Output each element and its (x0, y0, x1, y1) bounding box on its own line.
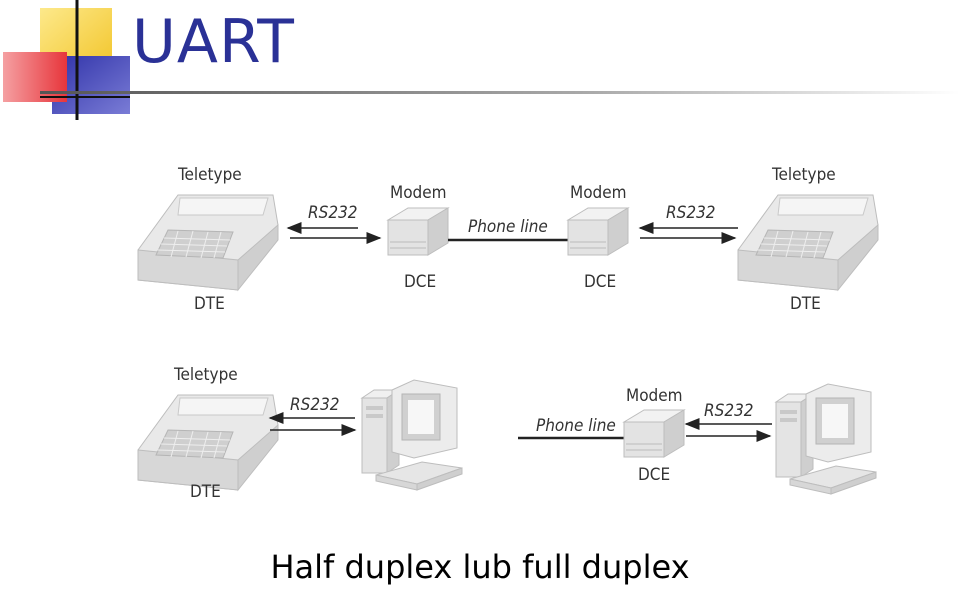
top-right-dte-label: DTE (790, 294, 821, 314)
top-right-dce-label: DCE (584, 272, 616, 292)
bottom-right-modem (623, 409, 685, 458)
bottom-left-teletype (137, 394, 279, 491)
top-right-teletype (737, 194, 879, 291)
top-left-rs232-label: RS232 (308, 203, 358, 223)
bottom-right-computer (775, 383, 877, 495)
top-right-modem (567, 207, 629, 256)
top-left-teletype-label: Teletype (177, 165, 242, 185)
bottom-right-rs232-label: RS232 (704, 401, 754, 421)
top-left-dce-label: DCE (404, 272, 436, 292)
bottom-right-modem-label: Modem (626, 386, 683, 406)
bottom-right-rs232-arrows (684, 418, 772, 442)
slide-caption: Half duplex lub full duplex (270, 548, 690, 586)
top-right-modem-label: Modem (570, 183, 627, 203)
title-underline (40, 91, 960, 94)
bottom-right-dce-label: DCE (638, 465, 670, 485)
bottom-left-rs232-label: RS232 (290, 395, 340, 415)
top-right-rs232-arrows (638, 222, 738, 244)
logo-squares-icon (3, 0, 130, 120)
top-left-modem (387, 207, 449, 256)
top-right-rs232-label: RS232 (666, 203, 716, 223)
page-title: UART (132, 7, 295, 77)
bottom-left-teletype-label: Teletype (173, 365, 238, 385)
top-left-dte-label: DTE (194, 294, 225, 314)
slide-header-graphic (3, 0, 960, 120)
bottom-left-computer (361, 379, 463, 491)
bottom-left-rs232-arrows (268, 412, 357, 436)
top-left-rs232-arrows (286, 222, 382, 244)
top-left-teletype (137, 194, 279, 291)
top-phone-line-label: Phone line (468, 217, 548, 237)
top-left-modem-label: Modem (390, 183, 447, 203)
bottom-left-dte-label: DTE (190, 482, 221, 502)
top-right-teletype-label: Teletype (771, 165, 836, 185)
bottom-phone-line-label: Phone line (536, 416, 616, 436)
uart-connection-diagram: Teletype DTE RS232 Modem DCE Phone line … (137, 165, 879, 502)
